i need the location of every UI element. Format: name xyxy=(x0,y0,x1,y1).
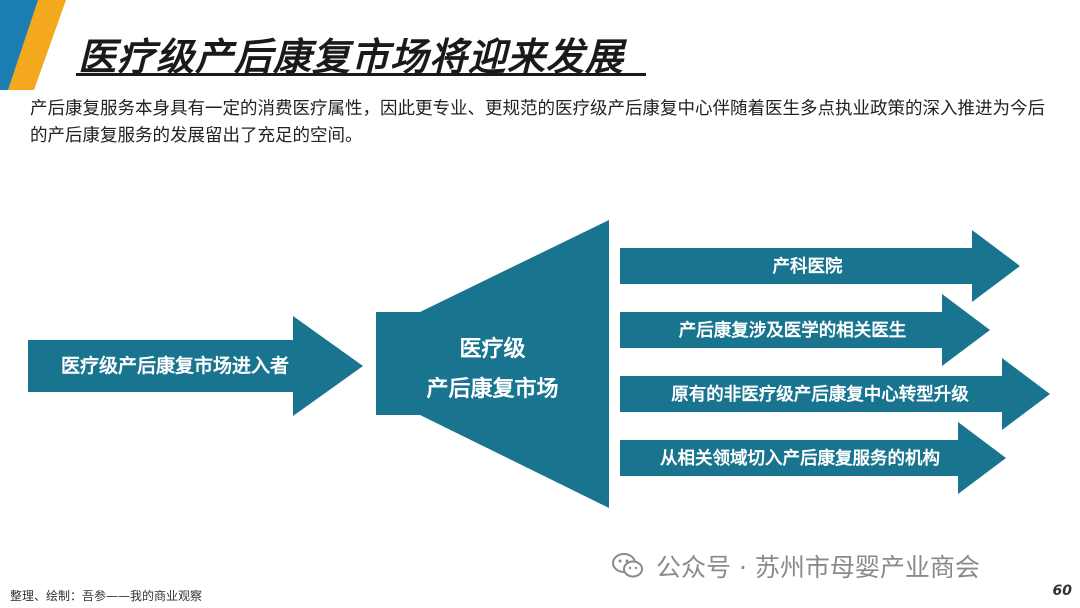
entrant-arrow xyxy=(28,316,363,416)
footer-credit: 整理、绘制：吾参——我的商业观察 xyxy=(10,589,203,603)
output-label-1: 产科医院 xyxy=(772,257,843,277)
output-arrow-1 xyxy=(620,230,1020,302)
output-label-3: 原有的非医疗级产后康复中心转型升级 xyxy=(671,385,969,405)
page-number: 60 xyxy=(1052,583,1072,599)
watermark-text: 公众号 · 苏州市母婴产业商会 xyxy=(656,553,980,582)
output-arrow-3 xyxy=(620,358,1050,430)
market-label-line1: 医疗级 xyxy=(459,337,526,362)
title-underline xyxy=(76,73,646,76)
output-arrow-4 xyxy=(620,422,1006,494)
watermark: 公众号 · 苏州市母婴产业商会 xyxy=(612,548,980,584)
output-label-2: 产后康复涉及医学的相关医生 xyxy=(678,321,907,341)
funnel-body xyxy=(420,220,609,508)
corner-decoration xyxy=(0,0,66,90)
wechat-icon xyxy=(612,553,643,578)
output-arrow-2 xyxy=(620,294,990,366)
funnel-neck xyxy=(376,312,420,415)
page-title: 医疗级产后康复市场将迎来发展 xyxy=(78,35,625,79)
entrant-label: 医疗级产后康复市场进入者 xyxy=(60,355,289,377)
market-label-line2: 产后康复市场 xyxy=(426,377,559,402)
output-label-4: 从相关领域切入产后康复服务的机构 xyxy=(660,449,940,469)
intro-paragraph: 产后康复服务本身具有一定的消费医疗属性，因此更专业、更规范的医疗级产后康复中心伴… xyxy=(30,99,1045,146)
market-label: 医疗级 产后康复市场 xyxy=(400,330,585,410)
